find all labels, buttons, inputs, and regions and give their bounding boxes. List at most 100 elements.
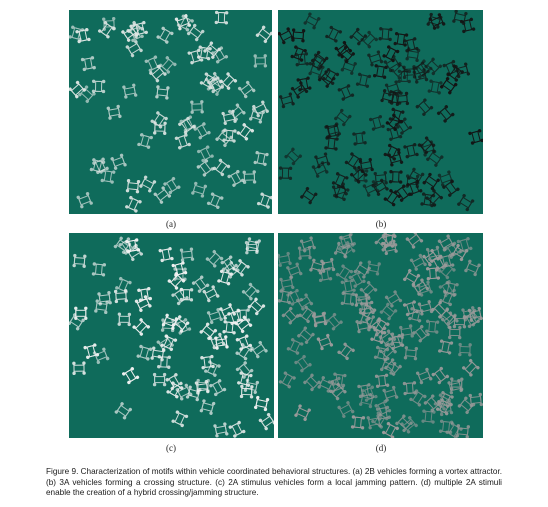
vehicle-glyph <box>219 303 236 320</box>
vehicle-glyph <box>202 285 220 303</box>
panel-b-vehicles <box>278 10 483 212</box>
vehicle-glyph <box>187 48 204 65</box>
vehicle-glyph <box>239 384 254 399</box>
vehicle-glyph <box>448 325 462 340</box>
vehicle-glyph <box>228 103 246 121</box>
vehicle-glyph <box>354 293 369 307</box>
vehicle-glyph <box>237 80 256 99</box>
vehicle-glyph <box>437 234 455 252</box>
vehicle-glyph <box>69 313 85 331</box>
vehicle-glyph <box>384 358 402 376</box>
vehicle-glyph <box>150 111 168 129</box>
vehicle-glyph <box>279 275 295 291</box>
vehicle-glyph <box>203 41 221 59</box>
figure-caption: Figure 9. Characterization of motifs wit… <box>46 467 502 497</box>
vehicle-glyph <box>163 177 181 195</box>
vehicle-glyph <box>447 378 463 395</box>
vehicle-glyph <box>290 81 309 99</box>
vehicle-glyph <box>311 312 328 328</box>
vehicle-glyph <box>408 307 424 323</box>
vehicle-glyph <box>349 27 368 46</box>
vehicle-glyph <box>424 57 442 76</box>
vehicle-glyph <box>325 312 343 331</box>
vehicle-glyph <box>197 145 214 163</box>
panel-c-label: (c) <box>166 443 176 453</box>
vehicle-glyph <box>179 247 195 262</box>
vehicle-glyph <box>423 394 442 412</box>
vehicle-glyph <box>175 383 193 401</box>
vehicle-glyph <box>334 40 352 59</box>
vehicle-glyph <box>421 409 436 424</box>
vehicle-glyph <box>427 79 443 95</box>
vehicle-glyph <box>362 180 380 197</box>
vehicle-glyph <box>384 290 403 308</box>
vehicle-glyph <box>316 333 334 351</box>
vehicle-glyph <box>137 133 153 149</box>
vehicle-glyph <box>286 262 303 279</box>
vehicle-glyph <box>126 20 144 39</box>
vehicle-glyph <box>297 245 312 260</box>
vehicle-glyph <box>115 276 132 294</box>
panel-b-label: (b) <box>375 219 387 229</box>
vehicle-glyph <box>368 318 387 337</box>
vehicle-glyph <box>373 345 390 362</box>
vehicle-glyph <box>420 192 436 208</box>
vehicle-glyph <box>348 270 366 288</box>
vehicle-glyph <box>459 17 476 34</box>
vehicle-glyph <box>416 280 433 297</box>
vehicle-glyph <box>249 107 265 124</box>
vehicle-glyph <box>386 125 403 141</box>
vehicle-glyph <box>214 335 229 350</box>
vehicle-glyph <box>320 257 336 273</box>
vehicle-glyph <box>394 117 413 135</box>
vehicle-glyph <box>339 233 356 249</box>
vehicle-glyph <box>303 373 321 392</box>
vehicle-glyph <box>317 267 333 283</box>
vehicle-glyph <box>337 342 355 361</box>
vehicle-glyph <box>454 62 471 79</box>
vehicle-glyph <box>125 40 143 58</box>
vehicle-glyph <box>361 385 378 402</box>
vehicle-glyph <box>165 373 183 391</box>
vehicle-glyph <box>314 152 331 169</box>
vehicle-glyph <box>114 402 132 420</box>
vehicle-glyph <box>102 16 116 31</box>
vehicle-glyph <box>409 389 427 407</box>
vehicle-glyph <box>405 174 420 189</box>
vehicle-glyph <box>234 315 253 334</box>
vehicle-glyph <box>393 31 409 47</box>
vehicle-glyph <box>253 395 270 412</box>
vehicle-glyph <box>294 404 311 422</box>
vehicle-glyph <box>451 243 469 262</box>
vehicle-glyph <box>244 240 259 255</box>
vehicle-glyph <box>209 379 227 397</box>
vehicle-glyph <box>388 90 403 105</box>
vehicle-glyph <box>236 123 254 141</box>
vehicle-glyph <box>334 108 352 127</box>
vehicle-glyph <box>397 69 412 84</box>
vehicle-glyph <box>372 64 388 79</box>
vehicle-glyph <box>194 379 210 395</box>
vehicle-glyph <box>426 149 444 167</box>
vehicle-glyph <box>253 54 268 68</box>
vehicle-glyph <box>290 45 307 62</box>
vehicle-glyph <box>403 143 419 159</box>
vehicle-glyph <box>191 275 210 293</box>
vehicle-glyph <box>317 70 336 88</box>
vehicle-glyph <box>157 355 171 369</box>
vehicle-glyph <box>365 260 381 276</box>
vehicle-glyph <box>173 267 187 281</box>
vehicle-glyph <box>196 159 215 177</box>
vehicle-glyph <box>214 10 229 25</box>
vehicle-glyph <box>159 56 177 74</box>
vehicle-glyph <box>78 85 96 103</box>
vehicle-glyph <box>118 237 136 255</box>
vehicle-glyph <box>149 64 167 83</box>
vehicle-glyph <box>352 131 367 146</box>
vehicle-glyph <box>210 46 229 64</box>
vehicle-glyph <box>98 21 116 39</box>
vehicle-glyph <box>252 100 269 118</box>
vehicle-glyph <box>415 98 434 116</box>
vehicle-glyph <box>191 181 208 198</box>
vehicle-glyph <box>200 354 215 370</box>
